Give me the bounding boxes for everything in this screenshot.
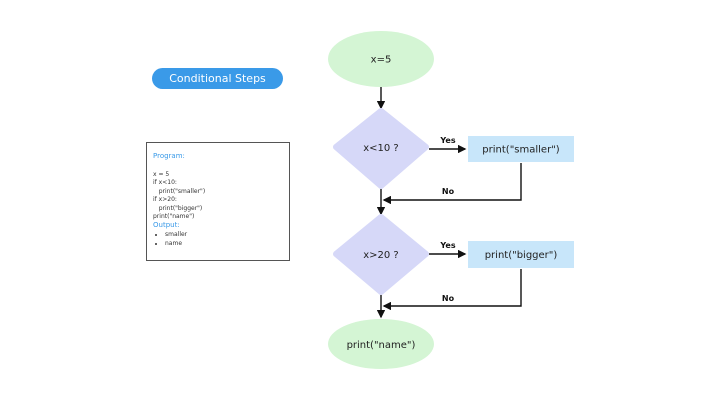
code-line: if x>20: xyxy=(153,196,177,204)
code-line: x = 5 xyxy=(153,171,170,178)
action2-node-label: print("bigger") xyxy=(485,250,558,261)
code-line: print("smaller") xyxy=(153,187,206,195)
program-box: Program: x = 5 if x<10: print("smaller")… xyxy=(146,142,290,261)
code-line: print("bigger") xyxy=(153,204,203,212)
output-list: smaller name xyxy=(153,230,289,248)
decision1-node xyxy=(333,108,429,189)
decision2-node xyxy=(333,214,429,295)
code-line: if x<10: xyxy=(153,179,177,187)
decision2-no-label: No xyxy=(442,294,455,303)
start-node xyxy=(328,31,434,87)
edge-action2-return xyxy=(382,269,522,311)
end-node xyxy=(328,319,434,369)
decision1-no-label: No xyxy=(442,187,455,196)
action2-node xyxy=(468,241,574,268)
decision1-yes-label: Yes xyxy=(439,136,455,145)
conditional-steps-badge: Conditional Steps xyxy=(152,68,283,89)
output-item: smaller xyxy=(165,230,289,239)
action1-node xyxy=(468,136,574,162)
end-node-label: print("name") xyxy=(347,340,416,351)
decision2-node-label: x>20 ? xyxy=(363,250,399,261)
action1-node-label: print("smaller") xyxy=(482,145,559,156)
output-heading: Output: xyxy=(153,221,180,230)
start-node-label: x=5 xyxy=(371,55,392,66)
output-item: name xyxy=(165,239,289,248)
code-line: print("name") xyxy=(153,213,195,221)
program-heading: Program: xyxy=(153,152,185,160)
edge-action1-return xyxy=(382,163,522,205)
decision2-yes-label: Yes xyxy=(439,241,455,250)
decision1-node-label: x<10 ? xyxy=(363,143,399,154)
